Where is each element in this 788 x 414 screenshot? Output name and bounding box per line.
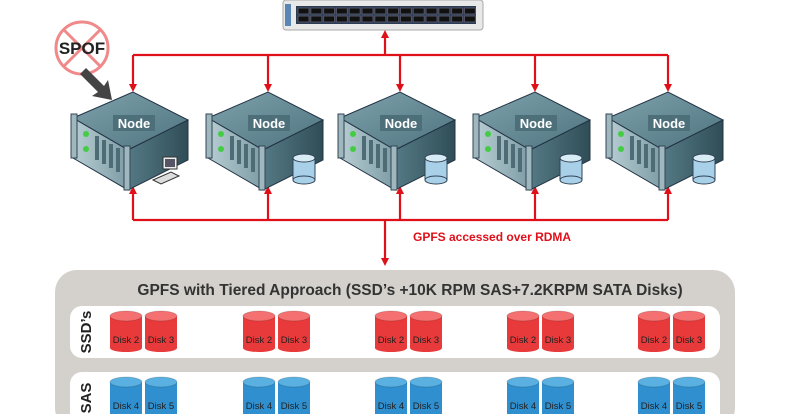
disk-label: Disk 4: [641, 401, 667, 412]
disk-label: Disk 4: [378, 401, 404, 412]
server-node: Node: [472, 91, 592, 191]
tier-label: SAS: [78, 383, 95, 414]
tier-row: SAS Disk 4 Disk 5 Disk 4 Disk 5 Disk 4 Disk 5 D…: [70, 372, 720, 414]
status-led-icon: [618, 146, 624, 152]
server-node: Node: [205, 91, 325, 191]
disk-icon: Disk 2: [374, 310, 408, 352]
spof-crossed-icon: SPOF: [54, 20, 112, 100]
disk-icon: Disk 3: [672, 310, 706, 352]
node-label: Node: [520, 116, 553, 131]
disk-label: Disk 3: [148, 335, 174, 346]
disk-label: Disk 5: [545, 401, 571, 412]
disk-label: Disk 3: [545, 335, 571, 346]
disk-icon: Disk 2: [637, 310, 671, 352]
network-switch-icon: [282, 0, 484, 31]
disk-label: Disk 3: [281, 335, 307, 346]
status-led-icon: [218, 146, 224, 152]
disk-icon: Disk 3: [409, 310, 443, 352]
node-label: Node: [385, 116, 418, 131]
disk-icon: Disk 4: [242, 376, 276, 414]
server-node: Node: [337, 91, 457, 191]
disk-icon: Disk 3: [144, 310, 178, 352]
disk-icon: Disk 5: [409, 376, 443, 414]
disk-label: Disk 3: [676, 335, 702, 346]
status-led-icon: [83, 146, 89, 152]
disk-icon: Disk 3: [277, 310, 311, 352]
node-label: Node: [118, 116, 151, 131]
tier-label: SSD’s: [78, 311, 95, 354]
status-led-icon: [350, 131, 356, 137]
node-label: Node: [253, 116, 286, 131]
rdma-label: GPFS accessed over RDMA: [413, 230, 571, 244]
database-icon: [292, 153, 316, 185]
disk-label: Disk 4: [113, 401, 139, 412]
disk-icon: Disk 2: [109, 310, 143, 352]
disk-label: Disk 5: [281, 401, 307, 412]
status-led-icon: [618, 131, 624, 137]
disk-label: Disk 3: [413, 335, 439, 346]
disk-icon: Disk 4: [506, 376, 540, 414]
status-led-icon: [485, 146, 491, 152]
node-label: Node: [653, 116, 686, 131]
disk-label: Disk 5: [676, 401, 702, 412]
status-led-icon: [218, 131, 224, 137]
disk-label: Disk 2: [641, 335, 667, 346]
server-node: Node: [70, 91, 190, 191]
disk-icon: Disk 5: [144, 376, 178, 414]
database-icon: [559, 153, 583, 185]
disk-icon: Disk 4: [637, 376, 671, 414]
disk-icon: Disk 5: [541, 376, 575, 414]
database-icon: [424, 153, 448, 185]
disk-label: Disk 2: [246, 335, 272, 346]
storage-panel: GPFS with Tiered Approach (SSD’s +10K RP…: [55, 270, 735, 414]
disk-label: Disk 2: [510, 335, 536, 346]
status-led-icon: [485, 131, 491, 137]
storage-title: GPFS with Tiered Approach (SSD’s +10K RP…: [137, 282, 682, 299]
disk-label: Disk 2: [378, 335, 404, 346]
disk-icon: Disk 4: [374, 376, 408, 414]
spof-label: SPOF: [59, 39, 105, 58]
disk-icon: Disk 4: [109, 376, 143, 414]
disk-icon: Disk 5: [672, 376, 706, 414]
status-led-icon: [83, 131, 89, 137]
database-icon: [692, 153, 716, 185]
server-node: Node: [605, 91, 725, 191]
disk-icon: Disk 2: [242, 310, 276, 352]
disk-label: Disk 5: [413, 401, 439, 412]
disk-icon: Disk 3: [541, 310, 575, 352]
workstation-icon: [151, 156, 181, 185]
disk-label: Disk 4: [246, 401, 272, 412]
arrow-icon: [80, 68, 112, 100]
status-led-icon: [350, 146, 356, 152]
disk-label: Disk 4: [510, 401, 536, 412]
disk-icon: Disk 2: [506, 310, 540, 352]
disk-label: Disk 5: [148, 401, 174, 412]
disk-icon: Disk 5: [277, 376, 311, 414]
network-links: [129, 30, 672, 266]
disk-label: Disk 2: [113, 335, 139, 346]
